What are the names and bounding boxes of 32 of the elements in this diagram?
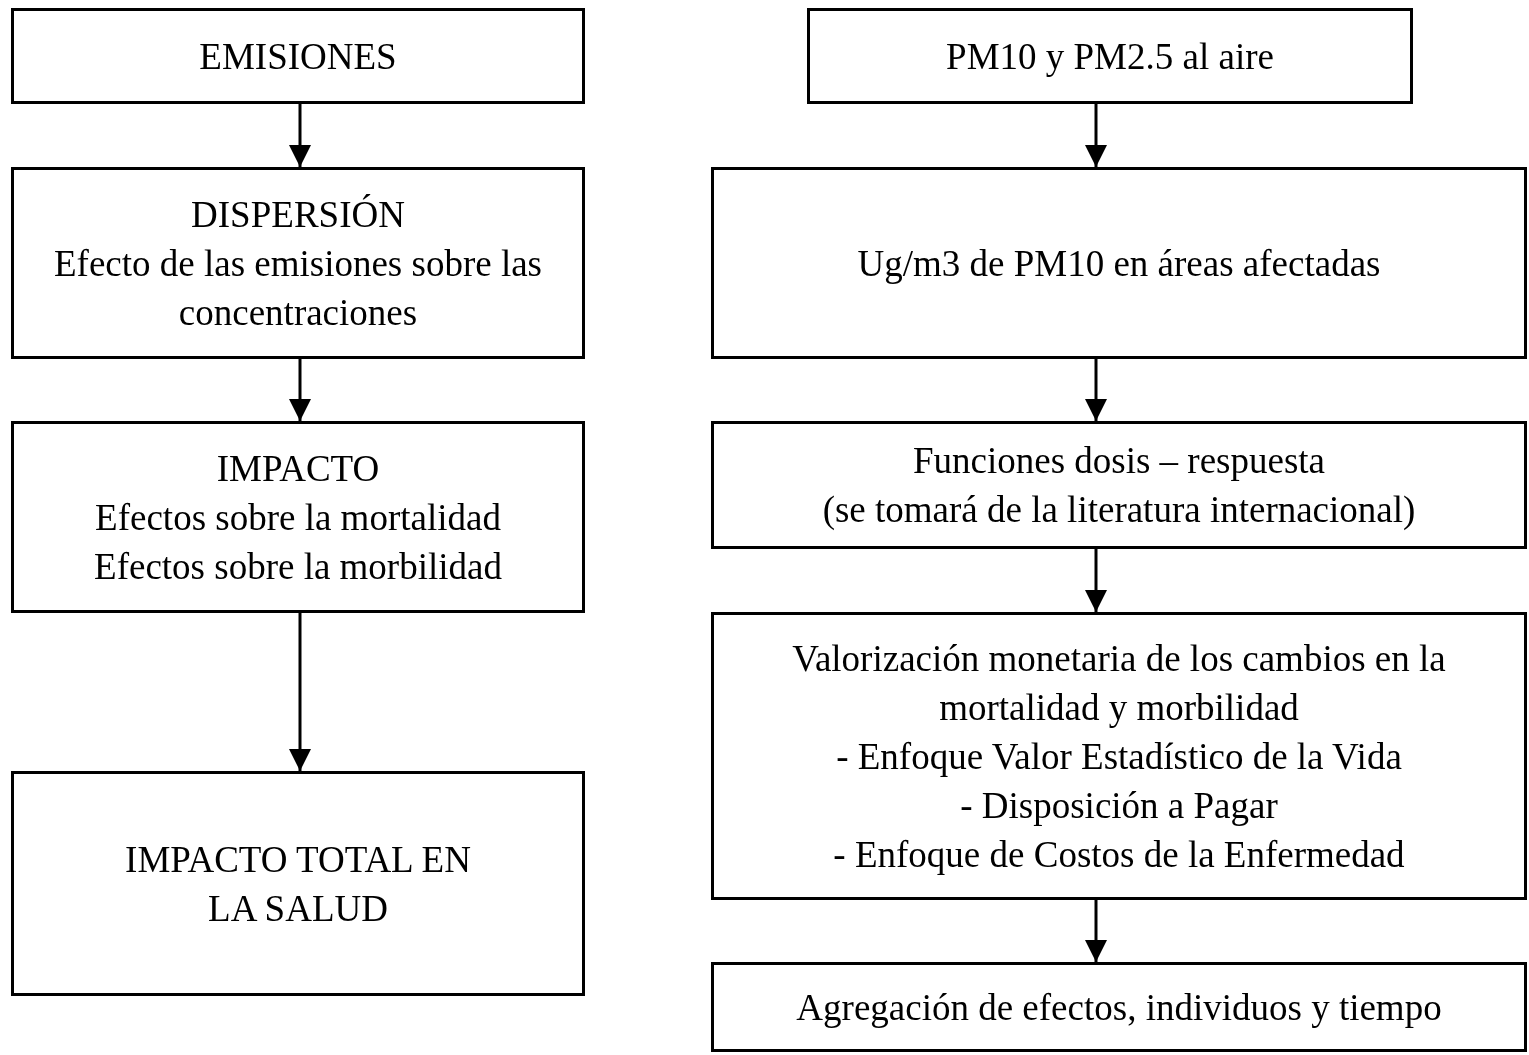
process-box: [11, 167, 585, 359]
box-text: - Disposición a Pagar: [960, 783, 1278, 828]
box-text: (se tomará de la literatura internacional): [822, 488, 1416, 532]
box-text: Efecto de las emisiones sobre las concentraciones: [52, 241, 543, 335]
box-text: PM10 y PM2.5 al aire: [946, 34, 1274, 79]
process-box: [711, 421, 1527, 549]
box-text: Ug/m3 de PM10 en áreas afectadas: [857, 241, 1381, 286]
box-text: Agregación de efectos, individuos y tiempo: [796, 985, 1442, 1030]
arrow: [1085, 549, 1107, 612]
arrow: [1085, 900, 1107, 962]
box-text: - Enfoque de Costos de la Enfermedad: [833, 832, 1405, 877]
box-text: EMISIONES: [199, 34, 397, 79]
process-box: [807, 8, 1413, 104]
box-text: IMPACTO TOTAL EN LA SALUD: [124, 837, 472, 931]
arrow: [289, 104, 311, 167]
box-heading: DISPERSIÓN: [191, 192, 405, 237]
arrow: [1085, 359, 1107, 421]
process-box: [711, 167, 1527, 359]
process-box: [711, 612, 1527, 900]
box-text: Valorización monetaria de los cambios en la mortalidad y morbilidad: [791, 636, 1447, 730]
arrow: [289, 359, 311, 421]
process-box: [11, 8, 585, 104]
arrow: [289, 613, 311, 771]
box-text: Efectos sobre la mortalidad: [95, 495, 501, 540]
box-text: - Enfoque Valor Estadístico de la Vida: [836, 734, 1402, 779]
arrow: [1085, 104, 1107, 167]
box-text: Efectos sobre la morbilidad: [94, 544, 502, 589]
box-text: Funciones dosis – respuesta: [912, 439, 1326, 483]
process-box: [11, 421, 585, 613]
process-box: [11, 771, 585, 996]
process-box: [711, 962, 1527, 1052]
box-heading: IMPACTO: [216, 446, 380, 491]
